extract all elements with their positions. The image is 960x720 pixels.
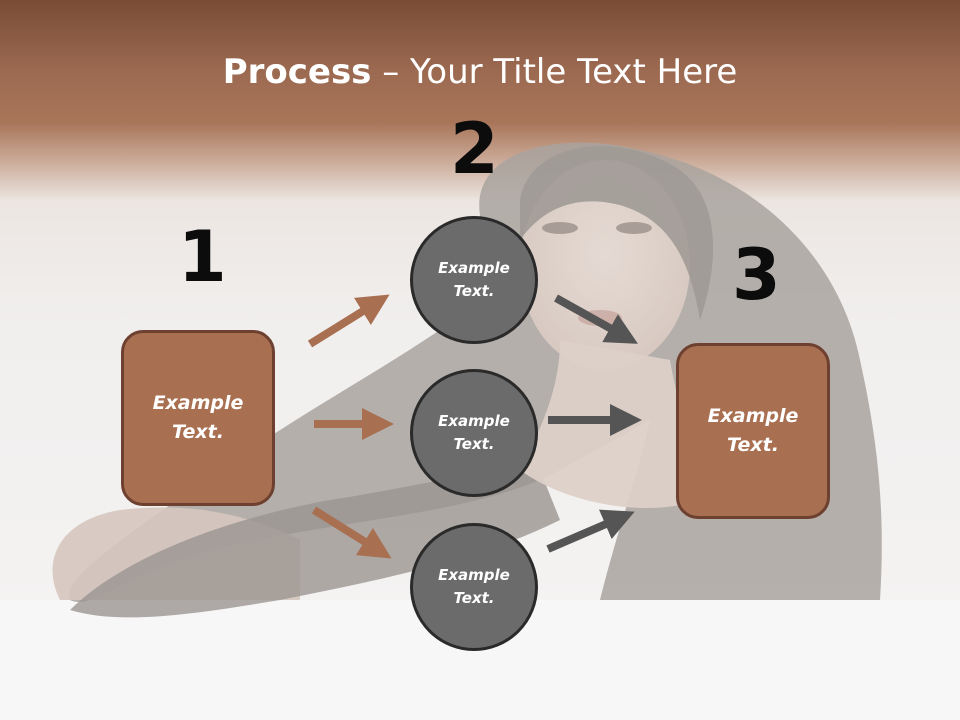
step-2-circle-top[interactable]: Example Text. <box>410 216 538 344</box>
step-1-text-line2: Text. <box>172 421 224 443</box>
step-1-text-line1: Example <box>152 392 244 414</box>
step-2-circle-middle[interactable]: Example Text. <box>410 369 538 497</box>
arrow-1-to-top <box>307 294 390 348</box>
slide-title: Process – Your Title Text Here <box>0 52 960 92</box>
arrow-bottom-to-3 <box>546 509 635 553</box>
circle-middle-line1: Example <box>438 412 510 430</box>
arrow-1-to-bottom <box>311 506 392 559</box>
circle-bottom-line2: Text. <box>453 589 495 607</box>
step-number-1: 1 <box>178 216 227 298</box>
arrow-top-to-3 <box>554 294 638 344</box>
step-3-box[interactable]: Example Text. <box>676 343 830 519</box>
title-rest: – Your Title Text Here <box>371 52 738 92</box>
step-3-text-line2: Text. <box>727 434 779 456</box>
step-2-circle-bottom[interactable]: Example Text. <box>410 523 538 651</box>
title-bold: Process <box>222 52 372 92</box>
step-number-2: 2 <box>450 108 499 190</box>
circle-middle-line2: Text. <box>453 435 495 453</box>
circle-top-line2: Text. <box>453 282 495 300</box>
circle-bottom-line1: Example <box>438 566 510 584</box>
step-3-text-line1: Example <box>707 405 799 427</box>
circle-top-line1: Example <box>438 259 510 277</box>
step-number-3: 3 <box>732 234 781 316</box>
step-1-box[interactable]: Example Text. <box>121 330 275 506</box>
